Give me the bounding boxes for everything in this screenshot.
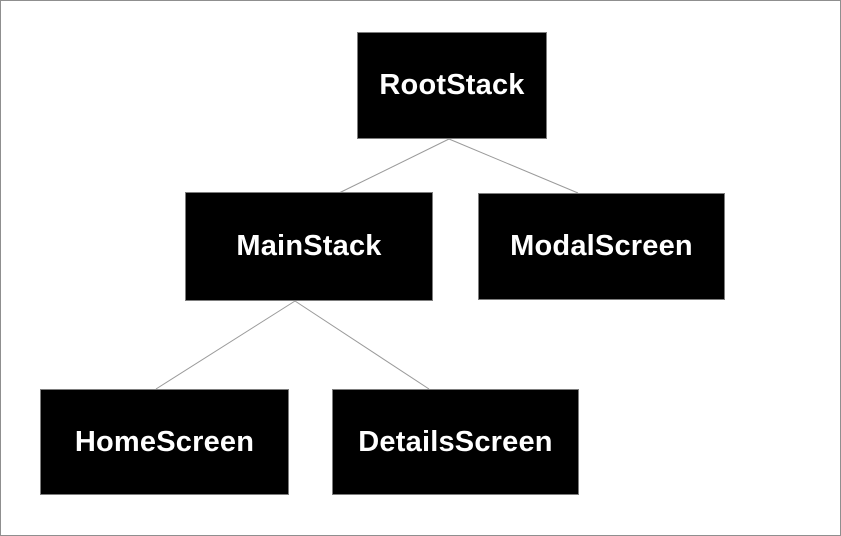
node-mainstack-label: MainStack xyxy=(236,230,382,262)
edge-mainstack-detailsscreen xyxy=(294,300,430,390)
node-detailsscreen: DetailsScreen xyxy=(332,389,579,495)
node-homescreen-label: HomeScreen xyxy=(74,425,255,458)
edge-rootstack-modalscreen xyxy=(448,138,579,194)
node-rootstack-label: RootStack xyxy=(379,69,525,101)
edge-rootstack-mainstack xyxy=(338,138,450,194)
edge-mainstack-homescreen xyxy=(155,300,296,390)
node-detailsscreen-label: DetailsScreen xyxy=(358,425,553,458)
node-modalscreen-label: ModalScreen xyxy=(510,230,693,262)
node-homescreen: HomeScreen xyxy=(40,389,289,495)
node-modalscreen: ModalScreen xyxy=(478,193,725,300)
node-rootstack: RootStack xyxy=(357,32,547,139)
node-mainstack: MainStack xyxy=(185,192,433,301)
